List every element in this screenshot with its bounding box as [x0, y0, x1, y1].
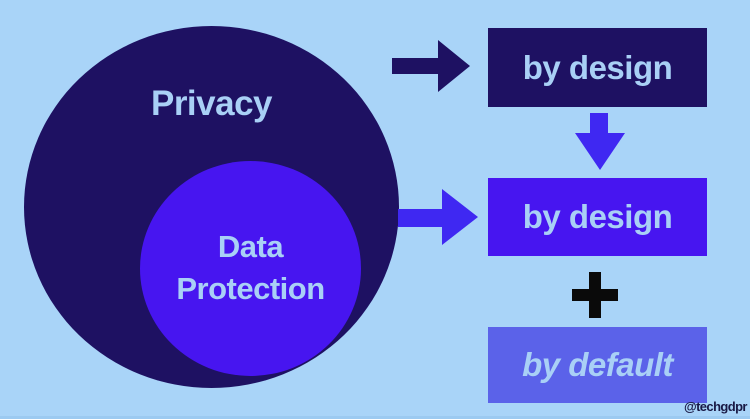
arrow-right-dark-icon [392, 40, 470, 92]
data-protection-circle-label: Data Protection [140, 226, 361, 310]
by-default-box: by default [488, 327, 707, 403]
arrow-right-blue-icon [398, 189, 478, 245]
bottom-edge-strip [0, 416, 750, 419]
by-design-blue-box: by design [488, 178, 707, 256]
arrow-down-blue-icon [575, 113, 625, 170]
watermark-handle: @techgdpr [684, 399, 747, 414]
data-protection-label-line1: Data [217, 229, 284, 264]
data-protection-label-line2: Protection [176, 271, 325, 306]
data-protection-circle [140, 161, 361, 376]
privacy-circle-label: Privacy [150, 84, 273, 123]
by-design-dark-box: by design [488, 28, 707, 107]
plus-icon [572, 272, 618, 318]
plus-vertical-bar [589, 272, 601, 318]
